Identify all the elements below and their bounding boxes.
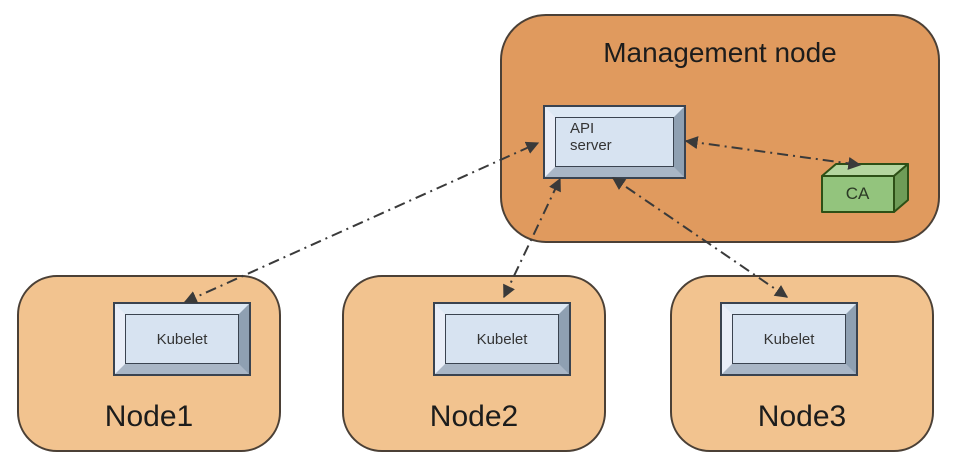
node2-label: Node2: [429, 400, 519, 433]
api-server-label: API server: [570, 120, 612, 154]
node3-group: Kubelet Node3: [670, 275, 934, 452]
node1-kubelet-box: Kubelet: [113, 302, 251, 376]
api-server-box: API server: [543, 105, 686, 179]
ca-label: CA: [845, 184, 870, 203]
node3-kubelet-label: Kubelet: [763, 330, 815, 348]
node1-label: Node1: [104, 400, 194, 433]
node1-group: Kubelet Node1: [17, 275, 281, 452]
management-node-label: Management node: [603, 37, 837, 68]
node3-kubelet-box: Kubelet: [720, 302, 858, 376]
node2-kubelet-box: Kubelet: [433, 302, 571, 376]
node2-group: Kubelet Node2: [342, 275, 606, 452]
node2-kubelet-label: Kubelet: [476, 330, 528, 348]
node3-label: Node3: [757, 400, 847, 433]
node1-kubelet-label: Kubelet: [156, 330, 208, 348]
